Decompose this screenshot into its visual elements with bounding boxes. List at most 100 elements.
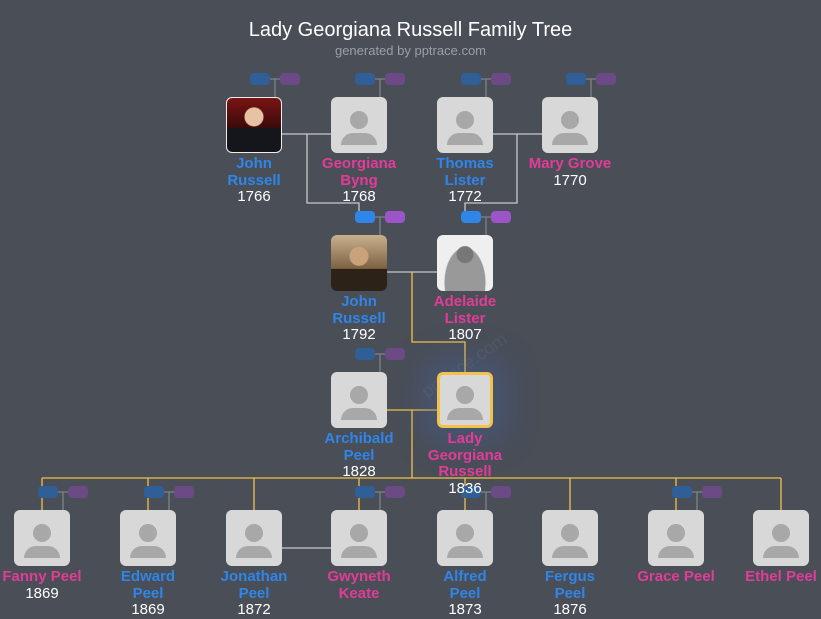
avatar-placeholder-icon	[772, 524, 790, 542]
person-name: Jonathan	[220, 568, 288, 585]
birth-year: 1828	[342, 463, 376, 480]
person-label[interactable]: Grace Peel	[621, 568, 731, 586]
person-surname: Russell	[227, 171, 281, 189]
avatar-placeholder-body	[341, 133, 377, 145]
avatar-placeholder-body	[447, 408, 483, 420]
avatar-placeholder-body	[447, 133, 483, 145]
person-card[interactable]	[437, 372, 493, 428]
mother-expand-button[interactable]	[385, 348, 405, 360]
page-title: Lady Georgiana Russell Family Tree	[248, 19, 573, 41]
father-expand-button[interactable]	[355, 348, 375, 360]
avatar-placeholder-icon	[350, 524, 368, 542]
person-card[interactable]	[226, 510, 282, 566]
badge-stem	[164, 491, 174, 510]
father-expand-button[interactable]	[250, 73, 270, 85]
avatar-placeholder-body	[552, 546, 588, 558]
father-expand-button[interactable]	[461, 211, 481, 223]
person-label[interactable]: Ethel Peel	[726, 568, 821, 586]
person-surname: Peel	[132, 584, 164, 602]
mother-expand-button[interactable]	[385, 486, 405, 498]
person-card[interactable]	[753, 510, 809, 566]
person-name: Edward	[120, 568, 176, 585]
person-name: Fergus	[544, 568, 595, 585]
birth-year: 1768	[342, 188, 376, 205]
father-expand-button[interactable]	[461, 486, 481, 498]
mother-expand-button[interactable]	[385, 73, 405, 85]
birth-year: 1869	[25, 584, 59, 602]
person-card[interactable]	[648, 510, 704, 566]
mother-expand-button[interactable]	[280, 73, 300, 85]
person-card[interactable]	[331, 510, 387, 566]
person-surname: Peel	[238, 584, 270, 602]
person-card[interactable]	[331, 235, 387, 291]
badge-stem	[481, 78, 491, 97]
person-card[interactable]	[437, 97, 493, 153]
mother-expand-button[interactable]	[596, 73, 616, 85]
person-name: Mary Grove	[528, 155, 612, 172]
mother-expand-button[interactable]	[702, 486, 722, 498]
avatar-placeholder-body	[763, 546, 799, 558]
person-card[interactable]	[331, 372, 387, 428]
birth-year: 1772	[448, 188, 482, 205]
birth-year: 1770	[553, 171, 587, 189]
person-card[interactable]	[226, 97, 282, 153]
avatar-placeholder-icon	[350, 386, 368, 404]
person-card[interactable]	[14, 510, 70, 566]
birth-year: 1876	[553, 601, 587, 618]
father-expand-button[interactable]	[38, 486, 58, 498]
mother-expand-button[interactable]	[68, 486, 88, 498]
person-card[interactable]	[120, 510, 176, 566]
person-name: Georgiana	[321, 155, 397, 172]
mother-expand-button[interactable]	[491, 73, 511, 85]
father-expand-button[interactable]	[672, 486, 692, 498]
avatar-placeholder-icon	[561, 524, 579, 542]
person-card[interactable]	[437, 510, 493, 566]
mother-expand-button[interactable]	[491, 486, 511, 498]
person-surname: Byng	[340, 171, 378, 189]
person-card[interactable]	[542, 97, 598, 153]
avatar-placeholder-icon	[245, 524, 263, 542]
mother-expand-button[interactable]	[491, 211, 511, 223]
father-expand-button[interactable]	[461, 73, 481, 85]
person-name: Alfred	[443, 568, 487, 585]
person-name: Adelaide	[433, 293, 497, 310]
person-surname: Peel	[449, 584, 481, 602]
person-card[interactable]	[437, 235, 493, 291]
person-card[interactable]	[331, 97, 387, 153]
badge-stem	[58, 491, 68, 510]
badge-stem	[586, 78, 596, 97]
birth-year: 1873	[448, 601, 482, 618]
birth-year: 1792	[342, 326, 376, 343]
couple-line	[282, 133, 360, 211]
mother-expand-button[interactable]	[174, 486, 194, 498]
father-expand-button[interactable]	[355, 486, 375, 498]
person-surname: Lister	[444, 171, 486, 189]
avatar-placeholder-icon	[667, 524, 685, 542]
avatar-placeholder-icon	[139, 524, 157, 542]
father-expand-button[interactable]	[355, 211, 375, 223]
person-card[interactable]	[542, 510, 598, 566]
badge-stem	[692, 491, 702, 510]
person-name: Gwyneth	[327, 568, 391, 585]
father-expand-button[interactable]	[566, 73, 586, 85]
badge-stem	[375, 78, 385, 97]
father-expand-button[interactable]	[355, 73, 375, 85]
father-expand-button[interactable]	[144, 486, 164, 498]
avatar-placeholder-body	[236, 546, 272, 558]
mother-expand-button[interactable]	[385, 211, 405, 223]
